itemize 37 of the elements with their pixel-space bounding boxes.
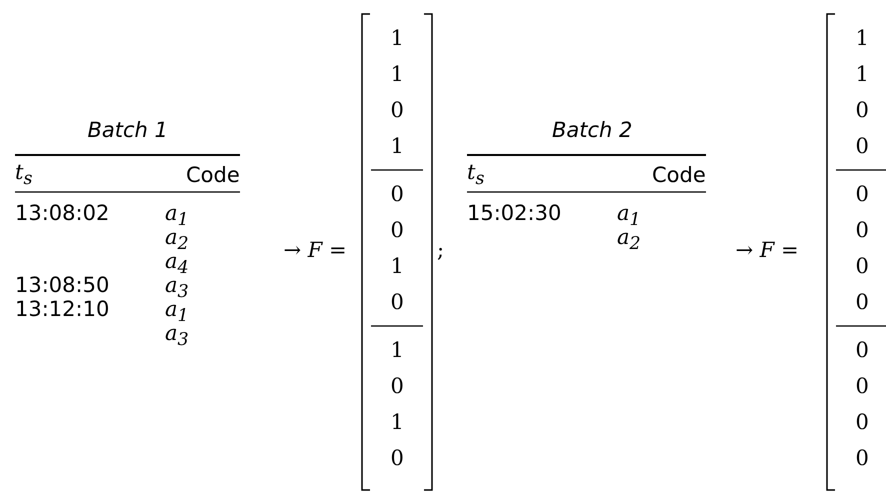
timestamp: 15:02:30 (467, 201, 562, 225)
matrix-entry: 1 (390, 254, 404, 278)
matrix-entry: 1 (856, 26, 869, 50)
matrix-entry: 0 (856, 338, 869, 362)
matrix-entry: 0 (390, 218, 404, 242)
matrix-entry: 1 (856, 62, 869, 86)
matrix-entry: 0 (856, 290, 869, 314)
column-header: Code (652, 163, 706, 187)
matrix-entry: 1 (390, 338, 404, 362)
separator: ; (437, 238, 444, 262)
timestamp: 13:08:02 (15, 201, 110, 225)
matrix-entry: 0 (856, 134, 869, 158)
table-title: Batch 2 (552, 118, 632, 142)
timestamp: 13:12:10 (15, 297, 110, 321)
math-expression: → F = (736, 238, 799, 262)
matrix-entry: 1 (390, 26, 404, 50)
matrix-entry: 0 (856, 374, 869, 398)
matrix-entry: 1 (390, 62, 404, 86)
matrix-entry: 0 (856, 254, 869, 278)
matrix-entry: 0 (390, 98, 404, 122)
math-expression: → F = (284, 238, 347, 262)
matrix-entry: 1 (390, 410, 404, 434)
matrix-entry: 1 (390, 134, 404, 158)
matrix-entry: 0 (856, 182, 869, 206)
column-header: t$_{s}$ (15, 160, 32, 192)
timestamp: 13:08:50 (15, 273, 110, 297)
column-header: t$_{s}$ (467, 160, 484, 192)
matrix-entry: 0 (856, 446, 869, 470)
column-header: Code (186, 163, 240, 187)
matrix-entry: 0 (856, 410, 869, 434)
matrix-entry: 0 (856, 98, 869, 122)
matrix-entry: 0 (856, 218, 869, 242)
table-title: Batch 1 (88, 118, 168, 142)
matrix-entry: 0 (390, 446, 404, 470)
matrix-entry: 0 (390, 374, 404, 398)
matrix-entry: 0 (390, 290, 404, 314)
matrix-entry: 0 (390, 182, 404, 206)
